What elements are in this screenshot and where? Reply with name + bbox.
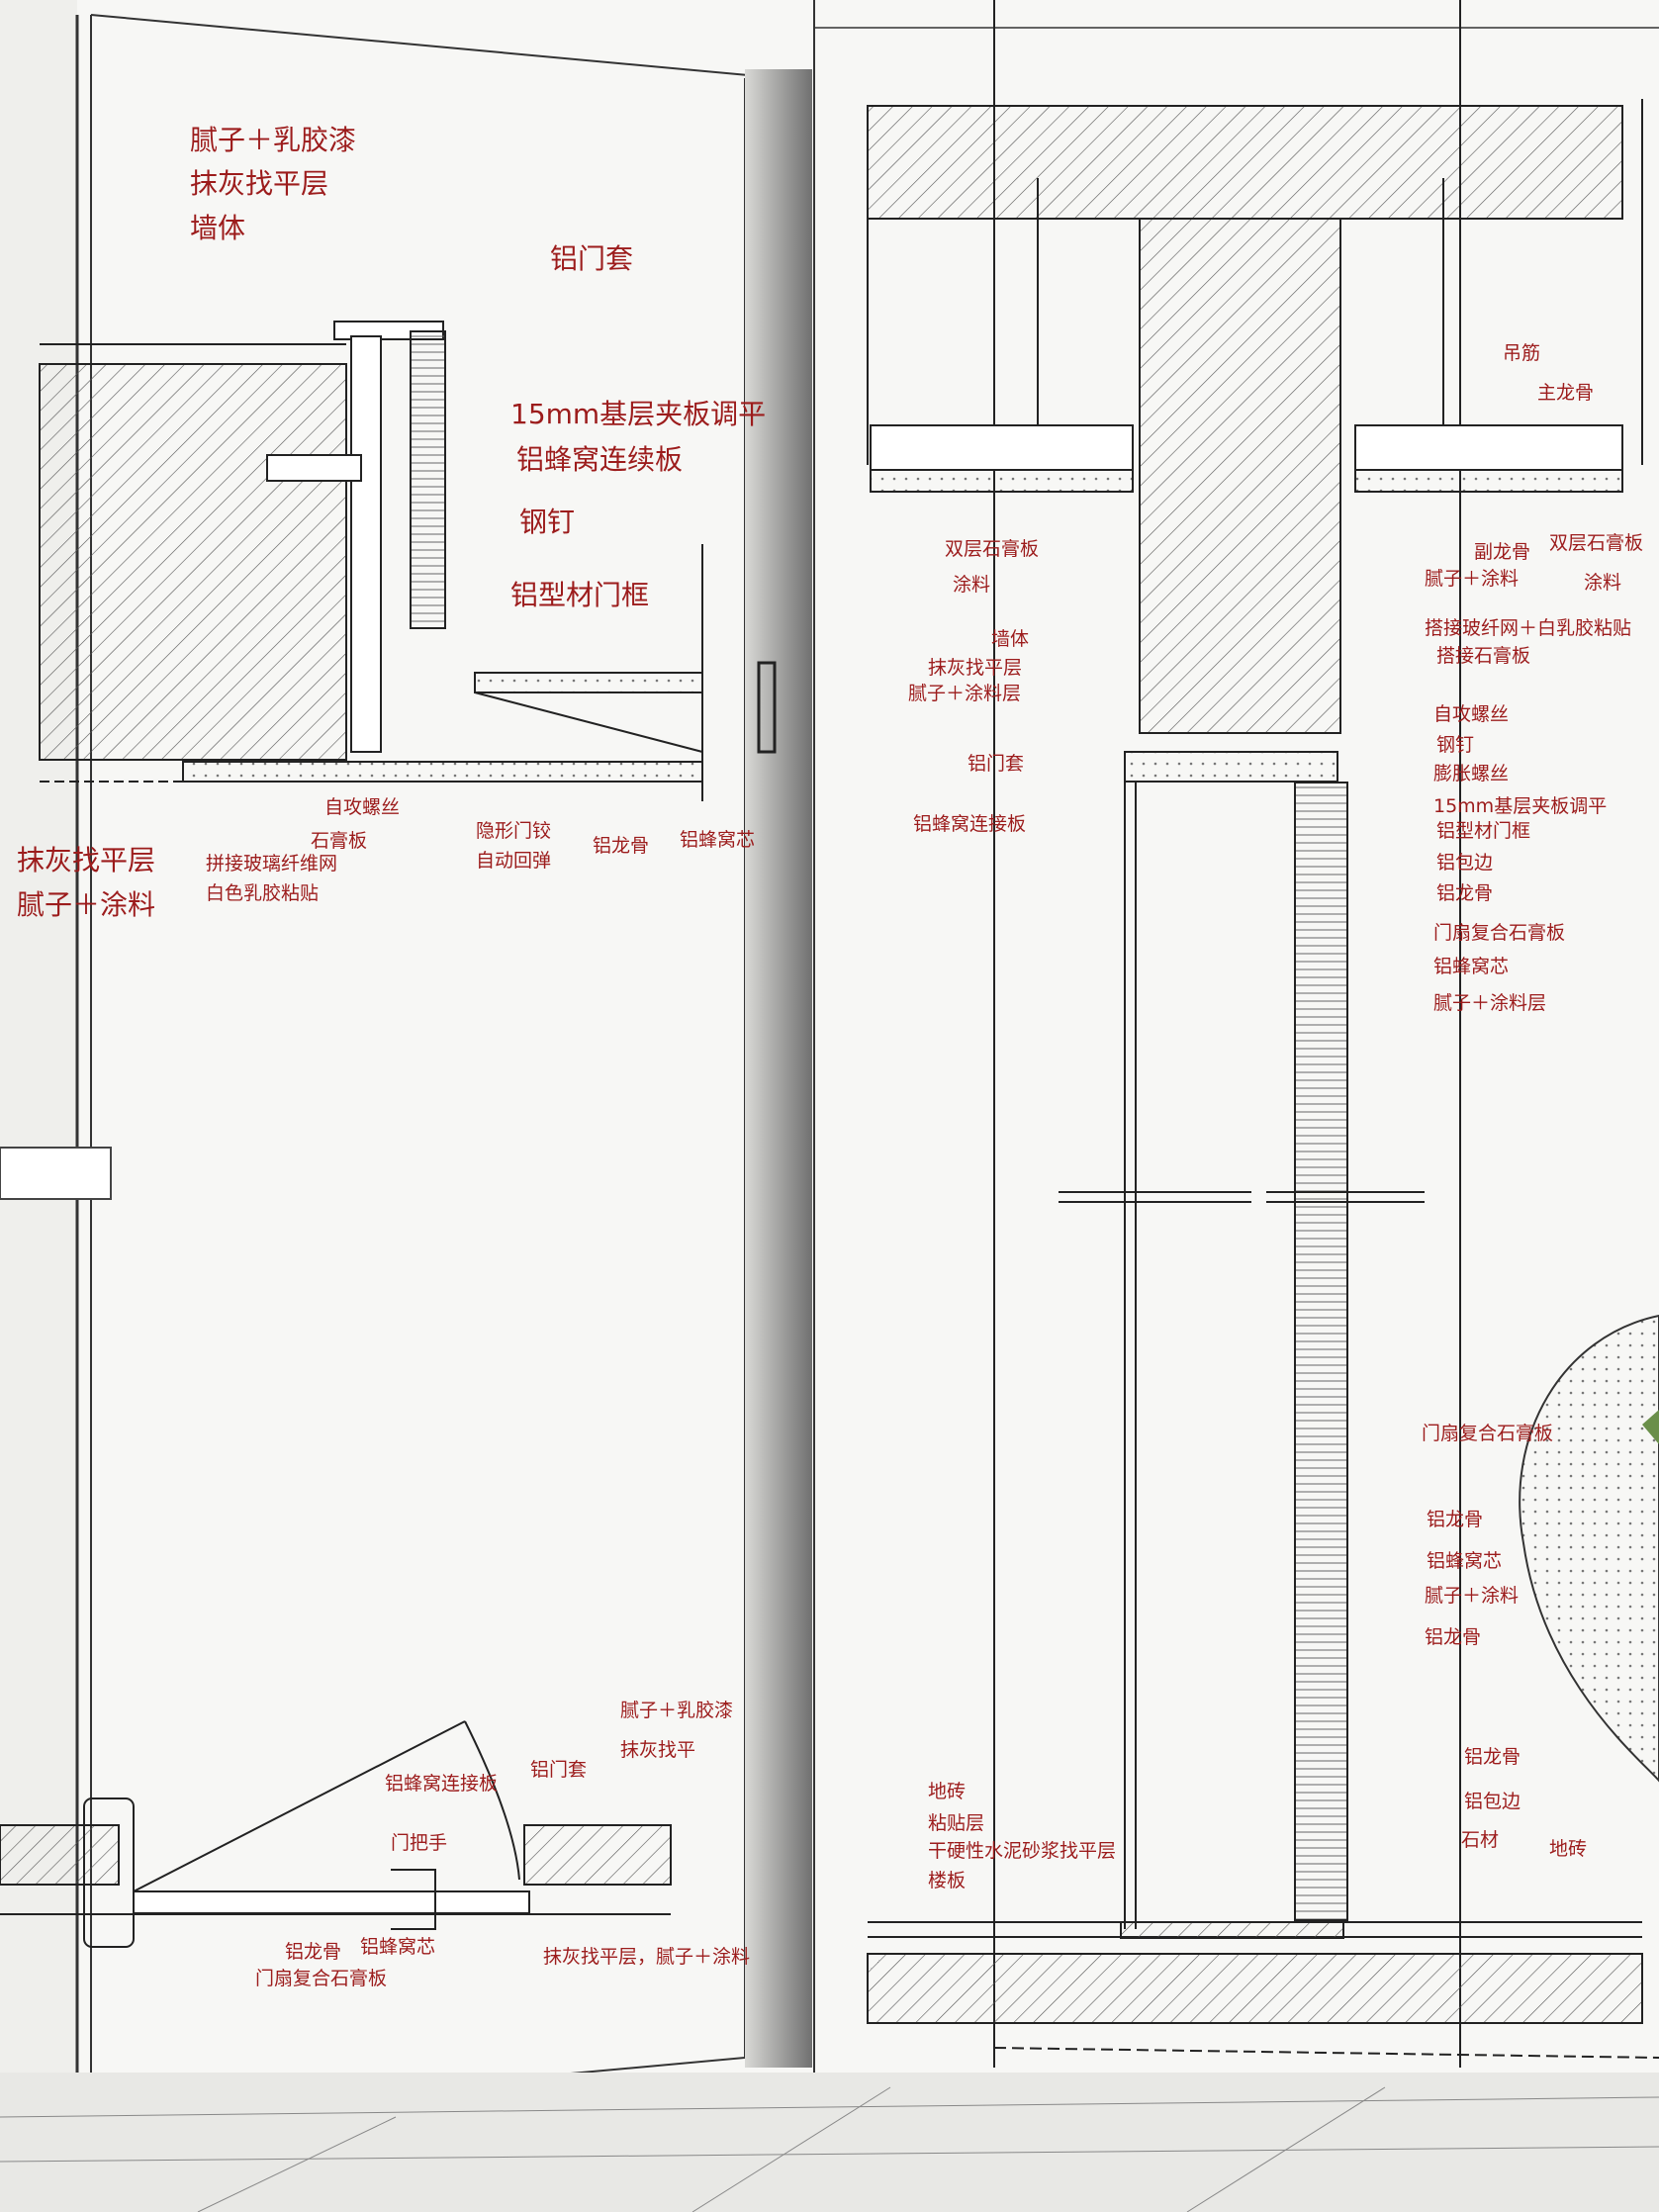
label-wall: 墙体 <box>190 212 246 244</box>
label-bp-door-gypsum: 门扇复合石膏板 <box>255 1968 388 1989</box>
label-putty-layer: 腻子＋涂料层 <box>908 683 1022 704</box>
label-steel-nail: 钢钉 <box>1436 734 1475 756</box>
label-main-keel: 主龙骨 <box>1537 382 1595 404</box>
label-double-gypsum-right: 双层石膏板 <box>1549 532 1644 554</box>
label-connect-board: 铝蜂窝连接板 <box>913 813 1027 835</box>
label-gypsum: 石膏板 <box>311 830 368 852</box>
stone-sculpture <box>1519 1314 1659 1783</box>
label-putty-layer-2: 腻子＋涂料层 <box>1433 992 1547 1014</box>
label-bp-connect-board: 铝蜂窝连接板 <box>385 1773 499 1795</box>
label-keel-3: 铝龙骨 <box>1425 1626 1482 1648</box>
vertical-section-detail <box>867 0 1659 2068</box>
label-paint-left: 涂料 <box>953 574 991 596</box>
label-door-frame: 铝型材门框 <box>1436 820 1531 842</box>
label-paint-right: 涂料 <box>1584 572 1622 594</box>
label-double-gypsum-left: 双层石膏板 <box>945 538 1040 560</box>
label-floor-tile: 地砖 <box>928 1781 967 1802</box>
label-screw: 自攻螺丝 <box>1433 703 1510 725</box>
label-stone: 石材 <box>1461 1829 1500 1851</box>
jamb-plan-detail <box>39 321 703 801</box>
label-keel: 铝龙骨 <box>1436 882 1494 904</box>
label-expansion-bolt: 膨胀螺丝 <box>1433 763 1510 784</box>
label-bp-finish: 抹灰找平层，腻子＋涂料 <box>543 1946 751 1968</box>
label-plaster-bottom: 抹灰找平层 <box>17 844 156 876</box>
label-bp-handle: 门把手 <box>391 1832 448 1854</box>
label-plywood: 15mm基层夹板调平 <box>1433 795 1608 817</box>
label-putty-paint: 腻子＋涂料 <box>1425 568 1520 590</box>
label-door-frame: 铝型材门框 <box>510 579 650 611</box>
label-bp-keel: 铝龙骨 <box>285 1941 342 1963</box>
label-screw: 自攻螺丝 <box>324 796 401 818</box>
label-keel: 铝龙骨 <box>593 835 650 857</box>
label-mortar: 干硬性水泥砂浆找平层 <box>928 1840 1117 1862</box>
label-honeycomb-board: 铝蜂窝连续板 <box>516 443 684 476</box>
label-keel-2: 铝龙骨 <box>1427 1509 1484 1530</box>
label-hanger: 吊筋 <box>1503 342 1541 364</box>
label-honeycomb-core: 铝蜂窝芯 <box>680 829 756 851</box>
label-steel-nail: 钢钉 <box>519 506 576 538</box>
label-door-gypsum-2: 门扇复合石膏板 <box>1422 1423 1554 1444</box>
label-adhesive: 粘贴层 <box>928 1812 985 1834</box>
label-mesh: 拼接玻璃纤维网 <box>206 853 338 875</box>
label-plaster: 抹灰找平层 <box>190 167 329 200</box>
label-bp-plaster: 抹灰找平 <box>620 1739 696 1761</box>
label-edge-2: 铝包边 <box>1464 1791 1521 1812</box>
label-plaster: 抹灰找平层 <box>928 657 1023 679</box>
label-wall: 墙体 <box>991 628 1030 650</box>
wood-floor <box>0 2073 1659 2212</box>
label-mesh: 搭接玻纤网＋白乳胶粘贴 <box>1425 617 1632 639</box>
label-door-casing: 铝门套 <box>968 753 1025 775</box>
label-wall-finish: 腻子＋乳胶漆 <box>190 124 357 156</box>
label-bp-door-casing: 铝门套 <box>530 1759 588 1781</box>
label-hinge-2: 自动回弹 <box>476 850 552 872</box>
label-door-gypsum: 门扇复合石膏板 <box>1433 922 1566 944</box>
label-floor-tile-right: 地砖 <box>1549 1838 1588 1860</box>
label-keel-4: 铝龙骨 <box>1464 1746 1521 1768</box>
label-door-casing: 铝门套 <box>550 242 634 275</box>
label-lap-gypsum: 搭接石膏板 <box>1436 645 1531 667</box>
label-hinge: 隐形门铰 <box>476 820 552 842</box>
label-bp-wall-finish: 腻子＋乳胶漆 <box>620 1700 734 1721</box>
label-honeycomb-core-2: 铝蜂窝芯 <box>1427 1550 1503 1572</box>
label-putty-paint-2: 腻子＋涂料 <box>1425 1585 1520 1607</box>
label-slab: 楼板 <box>928 1870 967 1891</box>
door-plan-detail <box>0 1720 672 1948</box>
label-sub-keel: 副龙骨 <box>1474 541 1531 563</box>
label-plywood: 15mm基层夹板调平 <box>510 398 767 430</box>
label-bp-honeycomb-core: 铝蜂窝芯 <box>360 1936 436 1958</box>
label-edge: 铝包边 <box>1436 852 1494 874</box>
label-honeycomb-core: 铝蜂窝芯 <box>1433 956 1510 977</box>
label-mesh-2: 白色乳胶粘贴 <box>206 882 320 904</box>
label-putty-bottom: 腻子＋涂料 <box>17 888 156 921</box>
